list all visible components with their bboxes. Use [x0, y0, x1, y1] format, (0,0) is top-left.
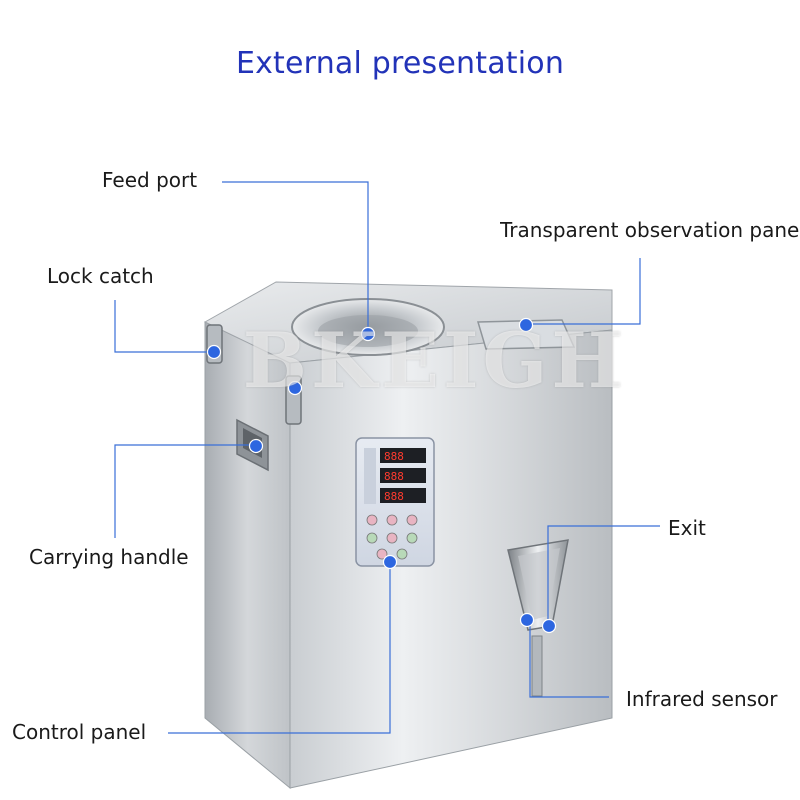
marker-infrared-sensor [519, 612, 535, 628]
label-infrared-sensor: Infrared sensor [626, 687, 778, 711]
leader-lines [114, 181, 660, 734]
leader-infrared-sensor [529, 624, 609, 698]
label-observation-panel: Transparent observation panel [500, 218, 800, 242]
label-control-panel: Control panel [12, 720, 147, 744]
label-carrying-handle: Carrying handle [29, 545, 189, 569]
watermark-logo: BKEIGH [242, 316, 628, 405]
leader-exit [547, 525, 660, 620]
leader-observation-panel [526, 258, 641, 325]
leader-carrying-handle [114, 444, 256, 538]
label-exit: Exit [668, 516, 706, 540]
leader-control-panel [168, 562, 391, 734]
marker-lock-catch-lower [287, 380, 303, 396]
marker-feed-port [360, 326, 376, 342]
svg-text:888: 888 [384, 470, 404, 483]
leader-feed-port [222, 181, 369, 332]
svg-text:888: 888 [384, 450, 404, 463]
marker-lock-catch-top [206, 344, 222, 360]
marker-exit [541, 618, 557, 634]
label-feed-port: Feed port [102, 168, 198, 192]
marker-carrying-handle [248, 438, 264, 454]
marker-observation-panel [518, 317, 534, 333]
page-title: External presentation [235, 46, 565, 81]
marker-control-panel [382, 554, 398, 570]
observation-window [477, 319, 576, 350]
label-lock-catch: Lock catch [47, 264, 154, 288]
svg-text:888: 888 [384, 490, 404, 503]
infrared-sensor-body [531, 635, 543, 697]
markers [206, 317, 557, 634]
leader-lock-catch [114, 300, 213, 353]
